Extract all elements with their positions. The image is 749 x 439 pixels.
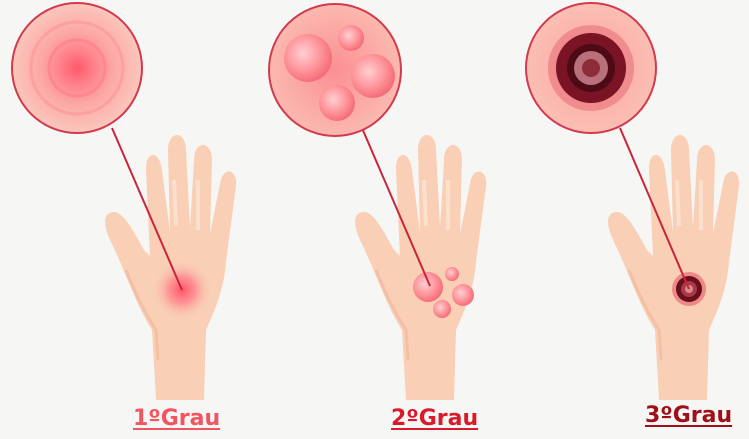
first-degree-panel <box>12 3 236 400</box>
blister <box>338 25 364 51</box>
hand-illustration-second <box>355 135 486 400</box>
blister <box>445 267 459 281</box>
blister <box>433 300 451 318</box>
blister <box>284 34 332 82</box>
third-degree-panel <box>526 3 739 400</box>
first-degree-label: 1ºGrau <box>133 406 220 431</box>
third-degree-label: 3ºGrau <box>645 403 732 428</box>
blister <box>319 85 355 121</box>
blister <box>452 284 474 306</box>
blister <box>413 272 443 302</box>
hand-illustration-third <box>608 135 739 400</box>
second-degree-label: 2ºGrau <box>391 406 478 431</box>
second-degree-panel <box>269 4 486 400</box>
blister <box>351 54 395 98</box>
